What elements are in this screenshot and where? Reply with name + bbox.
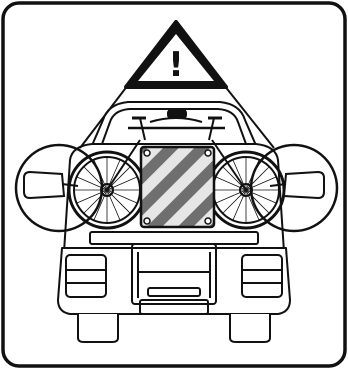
right-tail-light xyxy=(242,255,282,297)
left-mirror xyxy=(24,172,64,198)
plate-screw xyxy=(144,218,150,224)
plate-screw xyxy=(205,150,211,156)
right-mirror xyxy=(284,172,324,198)
plate-recess xyxy=(140,300,208,314)
striped-warning-plate xyxy=(141,147,214,227)
left-tail-light xyxy=(66,255,106,297)
plate-screw xyxy=(144,150,150,156)
carrier-bar xyxy=(90,232,258,244)
left-tyre xyxy=(78,314,118,342)
warning-symbol: ! xyxy=(168,45,184,85)
right-tyre xyxy=(230,314,270,342)
plate-screw xyxy=(205,218,211,224)
